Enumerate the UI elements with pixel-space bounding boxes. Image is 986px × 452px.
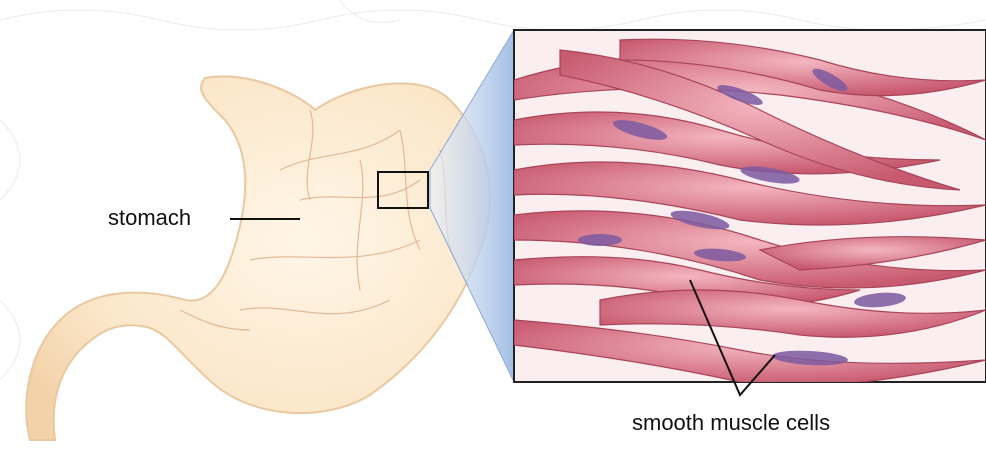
stomach-label: stomach	[108, 205, 191, 231]
smooth-muscle-cells-label: smooth muscle cells	[632, 410, 830, 436]
magnified-panel	[514, 30, 986, 386]
zoom-wedge	[430, 30, 514, 382]
stomach-illustration	[26, 76, 490, 440]
